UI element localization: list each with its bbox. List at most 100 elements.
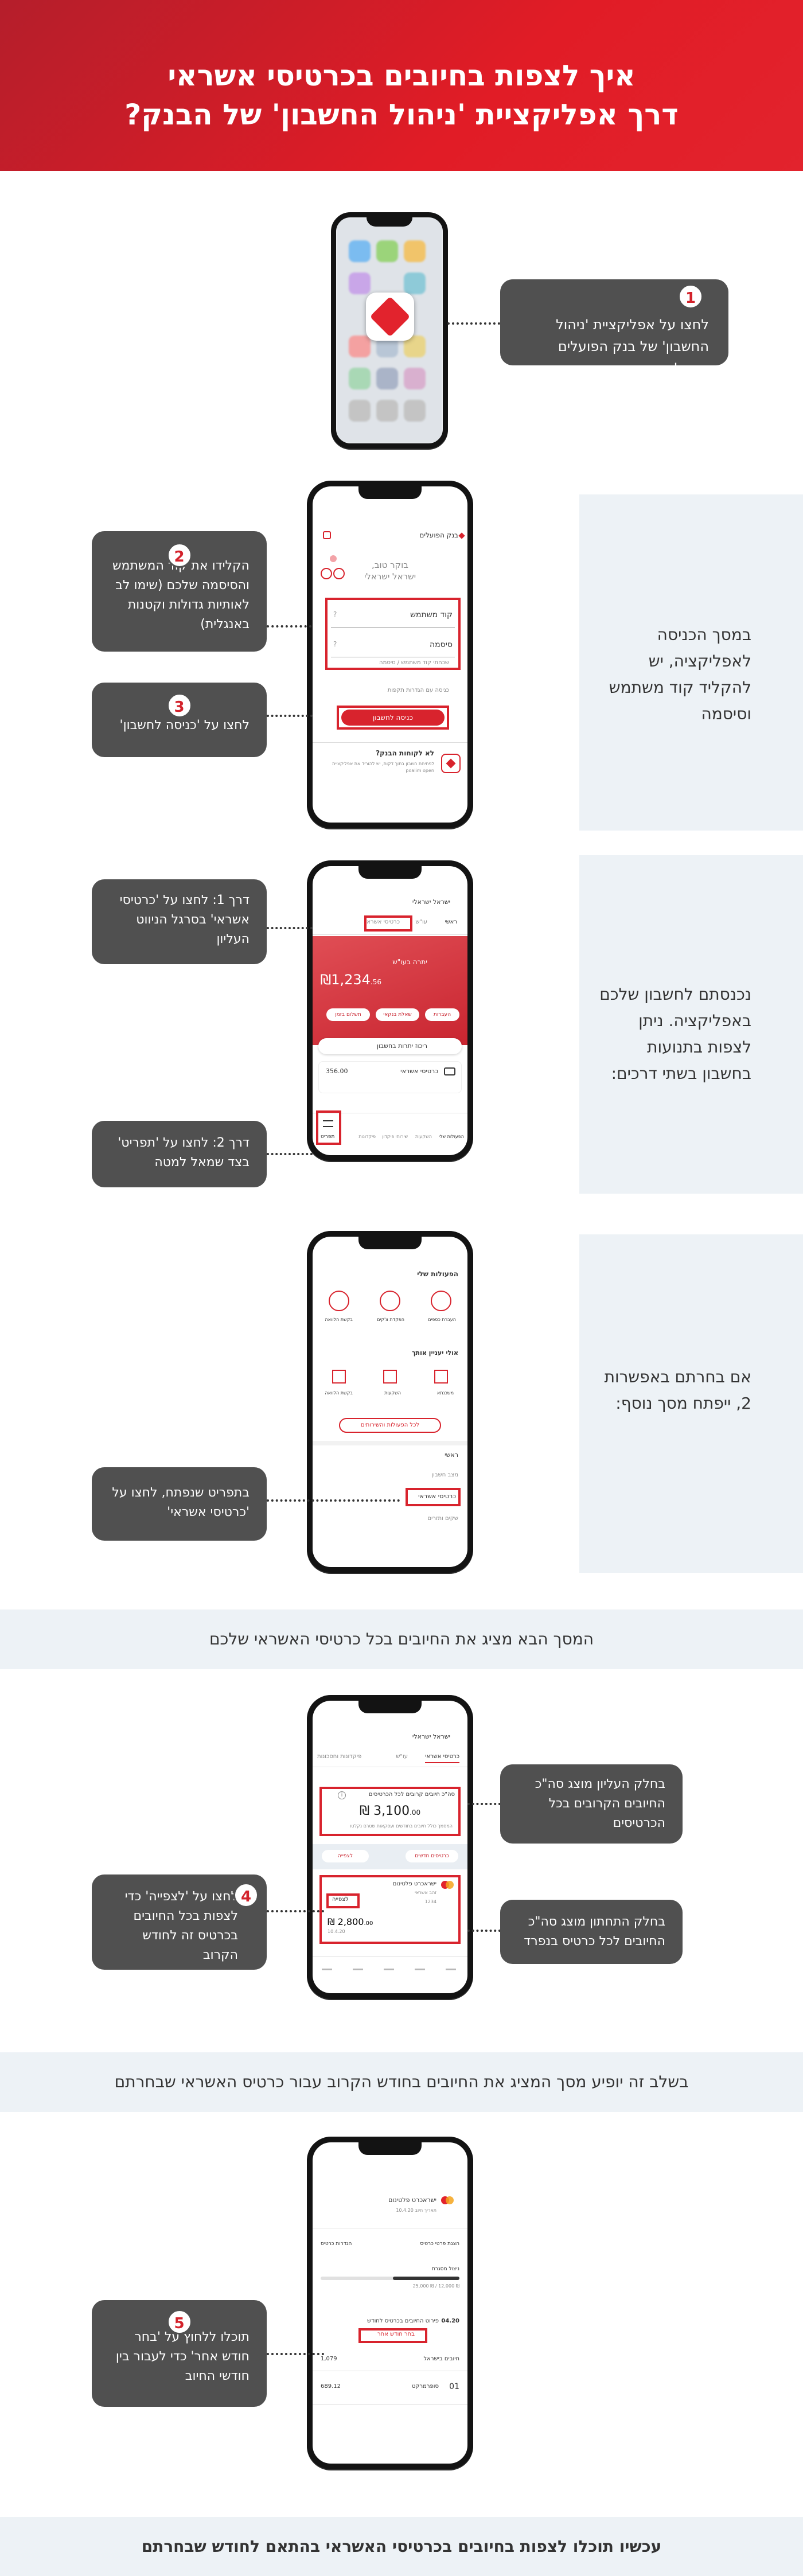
quick-view-button[interactable]: לצפייה: [322, 1850, 369, 1862]
step-number: 1: [678, 284, 703, 309]
card-settings-action[interactable]: הגדרות כרטיס: [321, 2241, 352, 2247]
login-note: במסך הכניסה לאפליקציה, יש להקליד קוד משת…: [609, 625, 751, 723]
month-screen-band: בשלב זה יופיע מסך המציג את החיובים בחודש…: [0, 2052, 803, 2112]
bottom-nav: [313, 1957, 467, 1991]
password-label: סיסמה: [430, 640, 453, 649]
card-total-cents: .00: [364, 1920, 373, 1927]
menu-account-status[interactable]: מצב חשבון: [431, 1472, 458, 1478]
nav-deposits[interactable]: פיקדונות: [358, 1134, 376, 1139]
step-number: 3: [166, 693, 192, 718]
way-1-callout: דרך 1: לחצו על 'כרטיסי אשראי' בסרגל הניו…: [92, 879, 267, 964]
israel-charges-amount: 1,079: [321, 2356, 337, 2362]
mastercard-icon: [441, 1881, 454, 1889]
credit-cards-row-amount: 356.00: [326, 1067, 348, 1075]
tab-credit-cards[interactable]: כרטיסי אשראי: [365, 919, 400, 925]
total-highlight: [319, 1787, 461, 1836]
bank-name: בנק הפועלים: [419, 531, 458, 539]
step-2-callout: 2 הקלידו את קוד המשתמש והסיסמה שלכם (שימ…: [92, 531, 267, 652]
title-line-1: איך לצפות בחיובים בכרטיסי אשראי: [167, 59, 636, 92]
way-2-text: דרך 2: לחצו על 'תפריט' בצד שמאל למטה: [118, 1136, 250, 1170]
invest-icon[interactable]: [383, 1370, 397, 1384]
my-actions-title: הפעולות שלי: [417, 1270, 458, 1278]
info-icon: i: [338, 1791, 346, 1799]
loan-request-icon[interactable]: [332, 1370, 346, 1384]
total-label: סה"כ חיובים קרובים לכל הכרטיסים: [368, 1791, 455, 1798]
nav-my-actions[interactable]: הפעולות שלי: [439, 1134, 464, 1139]
top-block-text: בחלק העליון מוצג סה"כ החיובים הקרובים בכ…: [535, 1777, 665, 1830]
title-line-2: דרך אפליקציית 'ניהול החשבון' של הבנק?: [124, 98, 679, 131]
transfer-icon[interactable]: [431, 1291, 451, 1311]
ask-banker-button[interactable]: שאלת בנקאי: [376, 1008, 419, 1021]
tab-main[interactable]: ראשי: [445, 919, 457, 925]
nav-services[interactable]: שירותי פיקדון: [382, 1134, 408, 1139]
cards-strip: כרטיסים חדשים לצפייה: [313, 1844, 467, 1869]
menu-checks[interactable]: שקים ותזרים: [427, 1515, 458, 1522]
israel-charges-label: חיובים בישראל: [423, 2356, 459, 2362]
bottom-block-text: בחלק התחתון מוצג סה"כ החיובים לכל כרטיס …: [524, 1915, 665, 1948]
mortgage-icon[interactable]: [434, 1370, 448, 1384]
menu-main[interactable]: ראשי: [445, 1451, 458, 1459]
phone-login-screen: בנק הפועלים בוקר טוב, ישראל ישראלי קוד מ…: [307, 481, 473, 828]
card-details-action[interactable]: הצגת פרטי כרטיס: [420, 2241, 459, 2247]
credit-cards-row[interactable]: כרטיסי אשראי 356.00: [318, 1061, 462, 1093]
actions-grid: העברת כספים הפקדת צ'קים בקשת הלוואה: [313, 1285, 467, 1342]
not-customer-title: לא לקוחות הבנק?: [376, 749, 434, 757]
final-band: עכשיו תוכלו לצפות בחיובים בכרטיסי האשראי…: [0, 2517, 803, 2576]
action-label: הפקדת צ'קים: [377, 1317, 404, 1322]
menu-tip-text: בתפריט שנפתח, לחצו על 'כרטיסי אשראי': [112, 1486, 250, 1519]
enter-account-button[interactable]: כניסה לחשבון: [341, 710, 445, 726]
nav-investments[interactable]: השקעות: [415, 1134, 432, 1139]
mastercard-icon: [441, 2196, 454, 2204]
next-screen-text: המסך הבא מציג את החיובים בכל כרטיסי האשר…: [209, 1630, 594, 1649]
popular-title: אולי יעניין אותך: [412, 1349, 458, 1357]
choose-month-button[interactable]: בחר חודש אחר: [377, 2331, 415, 2337]
way-2-callout: דרך 2: לחצו על 'תפריט' בצד שמאל למטה: [92, 1121, 267, 1187]
balance-amount: ₪1,234.56: [320, 972, 381, 988]
total-cents: .00: [410, 1809, 421, 1817]
tab-checking[interactable]: עו"ש: [396, 1753, 408, 1760]
card-charge-date: תאריך חיוב 10.4.20: [396, 2208, 436, 2213]
loan-icon[interactable]: [329, 1291, 349, 1311]
card-total: ₪ 2,800.00: [328, 1916, 373, 1927]
forgot-link[interactable]: שכחתי קוד משתמש / סיסמה: [379, 660, 449, 666]
month-value: 04.20: [441, 2318, 459, 2324]
menu-icon[interactable]: [323, 1120, 333, 1127]
tab-credit-cards[interactable]: כרטיסי אשראי: [425, 1753, 459, 1763]
row-merchant[interactable]: סופרמרקט: [411, 2383, 439, 2390]
popular-label: משכנתא: [436, 1390, 454, 1396]
tab-checking[interactable]: עו"ש: [415, 919, 427, 925]
bell-icon[interactable]: [323, 531, 331, 539]
remember-checkbox[interactable]: כניסה עם הגדרות תקפות: [387, 687, 449, 693]
transfers-button[interactable]: העברות: [425, 1008, 459, 1021]
user-code-field[interactable]: קוד משתמש ?: [331, 605, 455, 628]
step-3-callout: 3 לחצו על 'כניסה לחשבון': [92, 683, 267, 757]
tab-deposits[interactable]: פיקדונות וחסכונות: [317, 1753, 362, 1760]
total-amount: ₪ 3,100.00: [359, 1804, 421, 1818]
phone-menu-screen: הפעולות שלי העברת כספים הפקדת צ'קים בקשת…: [307, 1231, 473, 1573]
limit-bar-fill: [392, 2277, 459, 2280]
user-name: ישראל ישראלי: [412, 898, 450, 906]
password-field[interactable]: סיסמה ?: [331, 634, 455, 657]
popular-label: בקשת הלוואה: [325, 1390, 353, 1396]
all-actions-button[interactable]: לכל הפעולות והשירותים: [339, 1418, 441, 1433]
credentials-highlight: [325, 598, 461, 670]
menu-credit-cards[interactable]: כרטיסי אשראי: [418, 1492, 456, 1500]
cheque-icon[interactable]: [380, 1291, 400, 1311]
help-icon: ?: [333, 640, 337, 648]
expenses-summary[interactable]: ריכוז יתרות בחשבון: [318, 1038, 462, 1054]
new-cards-button[interactable]: כרטיסים חדשים: [406, 1850, 458, 1862]
pay-button[interactable]: תשלום בזמן: [326, 1008, 370, 1021]
view-button[interactable]: לצפייה: [332, 1896, 349, 1903]
expenses-label: ריכוז יתרות בחשבון: [376, 1042, 427, 1050]
nav-menu[interactable]: תפריט: [321, 1134, 335, 1140]
not-customer-text: לפתיחת חשבון בתוך דקות, יש להוריד את אפל…: [332, 761, 434, 773]
final-text: עכשיו תוכלו לצפות בחיובים בכרטיסי האשראי…: [141, 2537, 662, 2556]
month-screen-text: בשלב זה יופיע מסך המציג את החיובים בחודש…: [114, 2072, 689, 2091]
step-5-callout: 5 תוכלו ללחוץ על 'בחר חודש אחר' כדי לעבו…: [92, 2300, 267, 2407]
cards-tabs: כרטיסי אשראי עו"ש פיקדונות וחסכונות: [313, 1747, 467, 1767]
step-number: 2: [166, 543, 192, 568]
poalim-open-icon[interactable]: [441, 754, 461, 773]
menu-tip-callout: בתפריט שנפתח, לחצו על 'כרטיסי אשראי': [92, 1467, 267, 1541]
step-text: תוכלו ללחוץ על 'בחר חודש אחר' כדי לעבור …: [115, 2330, 250, 2383]
bank-app-icon[interactable]: [366, 293, 414, 341]
